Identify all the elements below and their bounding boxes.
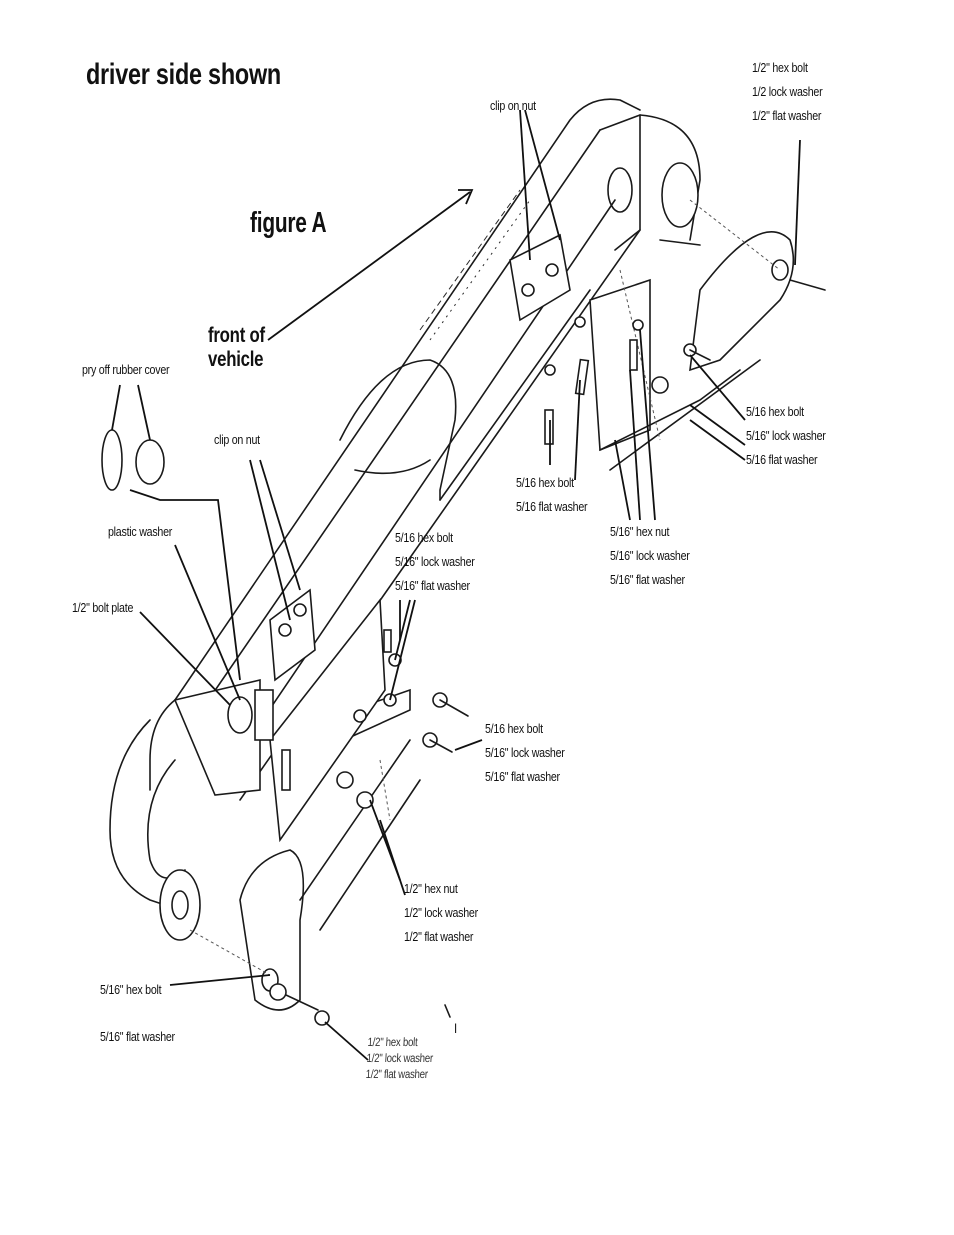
half-nut-group-label: 1/2" hex nut 1/2" lock washer 1/2" flat … [404, 877, 478, 949]
upper-right-bracket [509, 199, 826, 471]
leader-lines [111, 109, 801, 1061]
right-crossbar [639, 114, 701, 246]
lower-left-bracket [189, 588, 469, 1026]
label-line: 1/2" flat washer [752, 108, 822, 123]
label-line: 1/2 lock washer [752, 84, 823, 99]
figure-label: figure A [250, 207, 327, 239]
title: driver side shown [86, 58, 281, 91]
label-line: 5/16 hex bolt [395, 530, 453, 545]
front-of-vehicle-label: front of vehicle [208, 324, 265, 372]
plastic-washer-label: plastic washer [108, 524, 173, 539]
label-line: 5/16" flat washer [395, 578, 470, 593]
bolt-plate-label: 1/2" bolt plate [72, 600, 134, 615]
left-crossbar [109, 719, 201, 941]
label-line: 5/16 hex bolt [746, 404, 804, 419]
right-bolt-group-label: 5/16 hex bolt 5/16" lock washer 5/16 fla… [746, 400, 826, 472]
upper-nut-group-label: 5/16" hex nut 5/16" lock washer 5/16" fl… [610, 520, 690, 592]
bottom-bolt-group-label: 1/2" hex bolt 1/2" lock washer 1/2" flat… [365, 1034, 434, 1082]
label-line: 1/2" hex nut [404, 881, 458, 896]
clip-on-nut-left-label: clip on nut [214, 432, 260, 447]
label-line: 5/16" lock washer [395, 554, 475, 569]
label-line: 5/16" lock washer [485, 745, 565, 760]
flat-washer-5-16-label: 5/16" flat washer [100, 1029, 175, 1044]
rubber-cover [101, 429, 165, 491]
label-line: 1/2" hex bolt [367, 1035, 418, 1049]
front-of-vehicle-line: vehicle [208, 348, 264, 371]
label-line: 1/2" lock washer [366, 1051, 434, 1065]
pry-off-rubber-cover-label: pry off rubber cover [82, 362, 170, 377]
main-tube [149, 98, 641, 801]
top-right-bolt-label: 1/2" hex bolt 1/2 lock washer 1/2" flat … [752, 56, 823, 128]
label-line: 1/2" flat washer [365, 1067, 429, 1081]
hex-bolt-5-16-label: 5/16" hex bolt [100, 982, 162, 997]
label-line: 5/16" flat washer [610, 572, 685, 587]
center-bolt-group-label: 5/16 hex bolt 5/16" lock washer 5/16" fl… [395, 526, 475, 598]
lower-bolt-group-label: 5/16 hex bolt 5/16" lock washer 5/16" fl… [485, 717, 565, 789]
label-line: 5/16 hex bolt [485, 721, 543, 736]
label-line: 1/2" lock washer [404, 905, 478, 920]
clip-on-nut-top-label: clip on nut [490, 98, 536, 113]
label-line: 5/16" hex nut [610, 524, 670, 539]
label-line: 5/16" lock washer [746, 428, 826, 443]
label-line: 1/2" flat washer [404, 929, 474, 944]
label-line: 5/16 hex bolt [516, 475, 574, 490]
upper-bolt-flat-label: 5/16 hex bolt 5/16 flat washer [516, 471, 588, 519]
front-of-vehicle-line: front of [208, 324, 265, 347]
stray-mark: I [454, 1020, 457, 1036]
label-line: 5/16 flat washer [746, 452, 818, 467]
label-line: 1/2" hex bolt [752, 60, 808, 75]
label-line: 5/16" lock washer [610, 548, 690, 563]
label-line: 5/16" flat washer [485, 769, 560, 784]
label-line: 5/16 flat washer [516, 499, 588, 514]
